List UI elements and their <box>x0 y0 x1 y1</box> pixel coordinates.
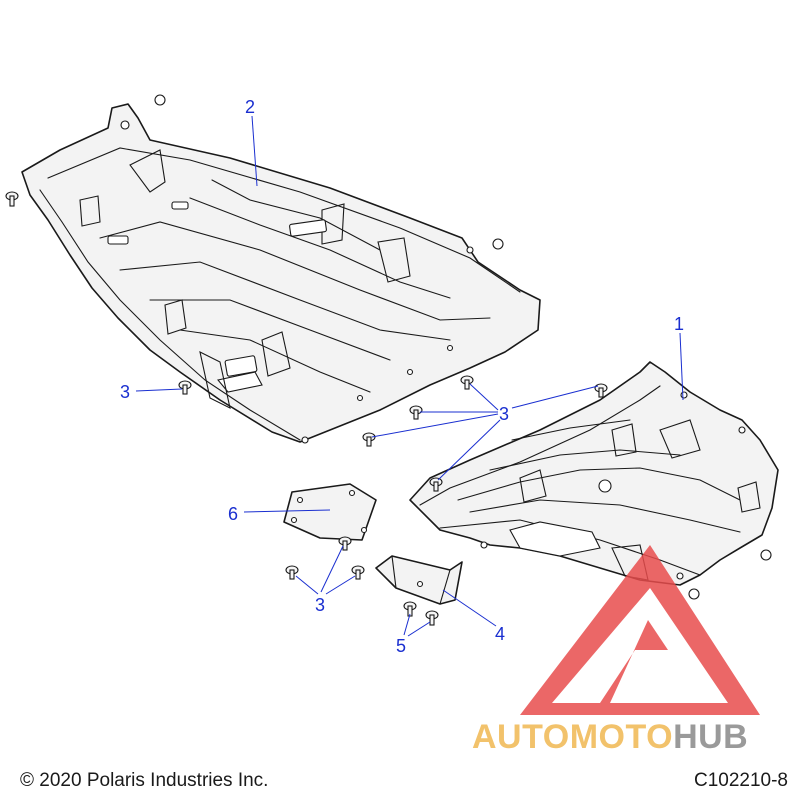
fastener-2 <box>178 380 192 395</box>
fastener-12 <box>425 610 439 626</box>
callout-2: 2 <box>245 97 255 117</box>
copyright-notice: © 2020 Polaris Industries Inc. <box>20 770 269 791</box>
watermark-text-auto-moto: AUTOMOTO <box>472 718 674 756</box>
callout-6: 6 <box>228 504 238 524</box>
fasteners <box>5 191 608 626</box>
skid-plate-rear <box>409 361 779 600</box>
bracket <box>375 555 463 605</box>
callout-1: 1 <box>674 314 684 334</box>
watermark-text-hub: HUB <box>673 718 749 756</box>
callout-5: 5 <box>396 636 406 656</box>
skid-plate-front <box>21 94 541 444</box>
watermark-logo-icon <box>520 545 760 715</box>
fastener-7 <box>429 477 443 492</box>
watermark-text: AUTOMOTOHUB <box>472 718 748 757</box>
fastener-5 <box>362 432 376 447</box>
cover-plate <box>283 483 377 541</box>
callout-3-bottom: 3 <box>315 595 325 615</box>
diagram-code: C102210-8 <box>693 770 788 791</box>
fastener-11 <box>403 601 417 617</box>
fastener-3 <box>460 375 474 390</box>
callout-4: 4 <box>495 624 505 644</box>
callout-3-left: 3 <box>120 382 130 402</box>
fastener-10 <box>351 565 365 580</box>
fastener-1 <box>5 191 19 207</box>
callouts: 2 1 3 3 3 4 5 6 <box>120 97 684 656</box>
leader-lines <box>135 115 684 637</box>
callout-3-center: 3 <box>499 404 509 424</box>
fastener-8 <box>338 536 352 551</box>
fastener-9 <box>285 565 299 580</box>
fastener-4 <box>409 405 423 420</box>
